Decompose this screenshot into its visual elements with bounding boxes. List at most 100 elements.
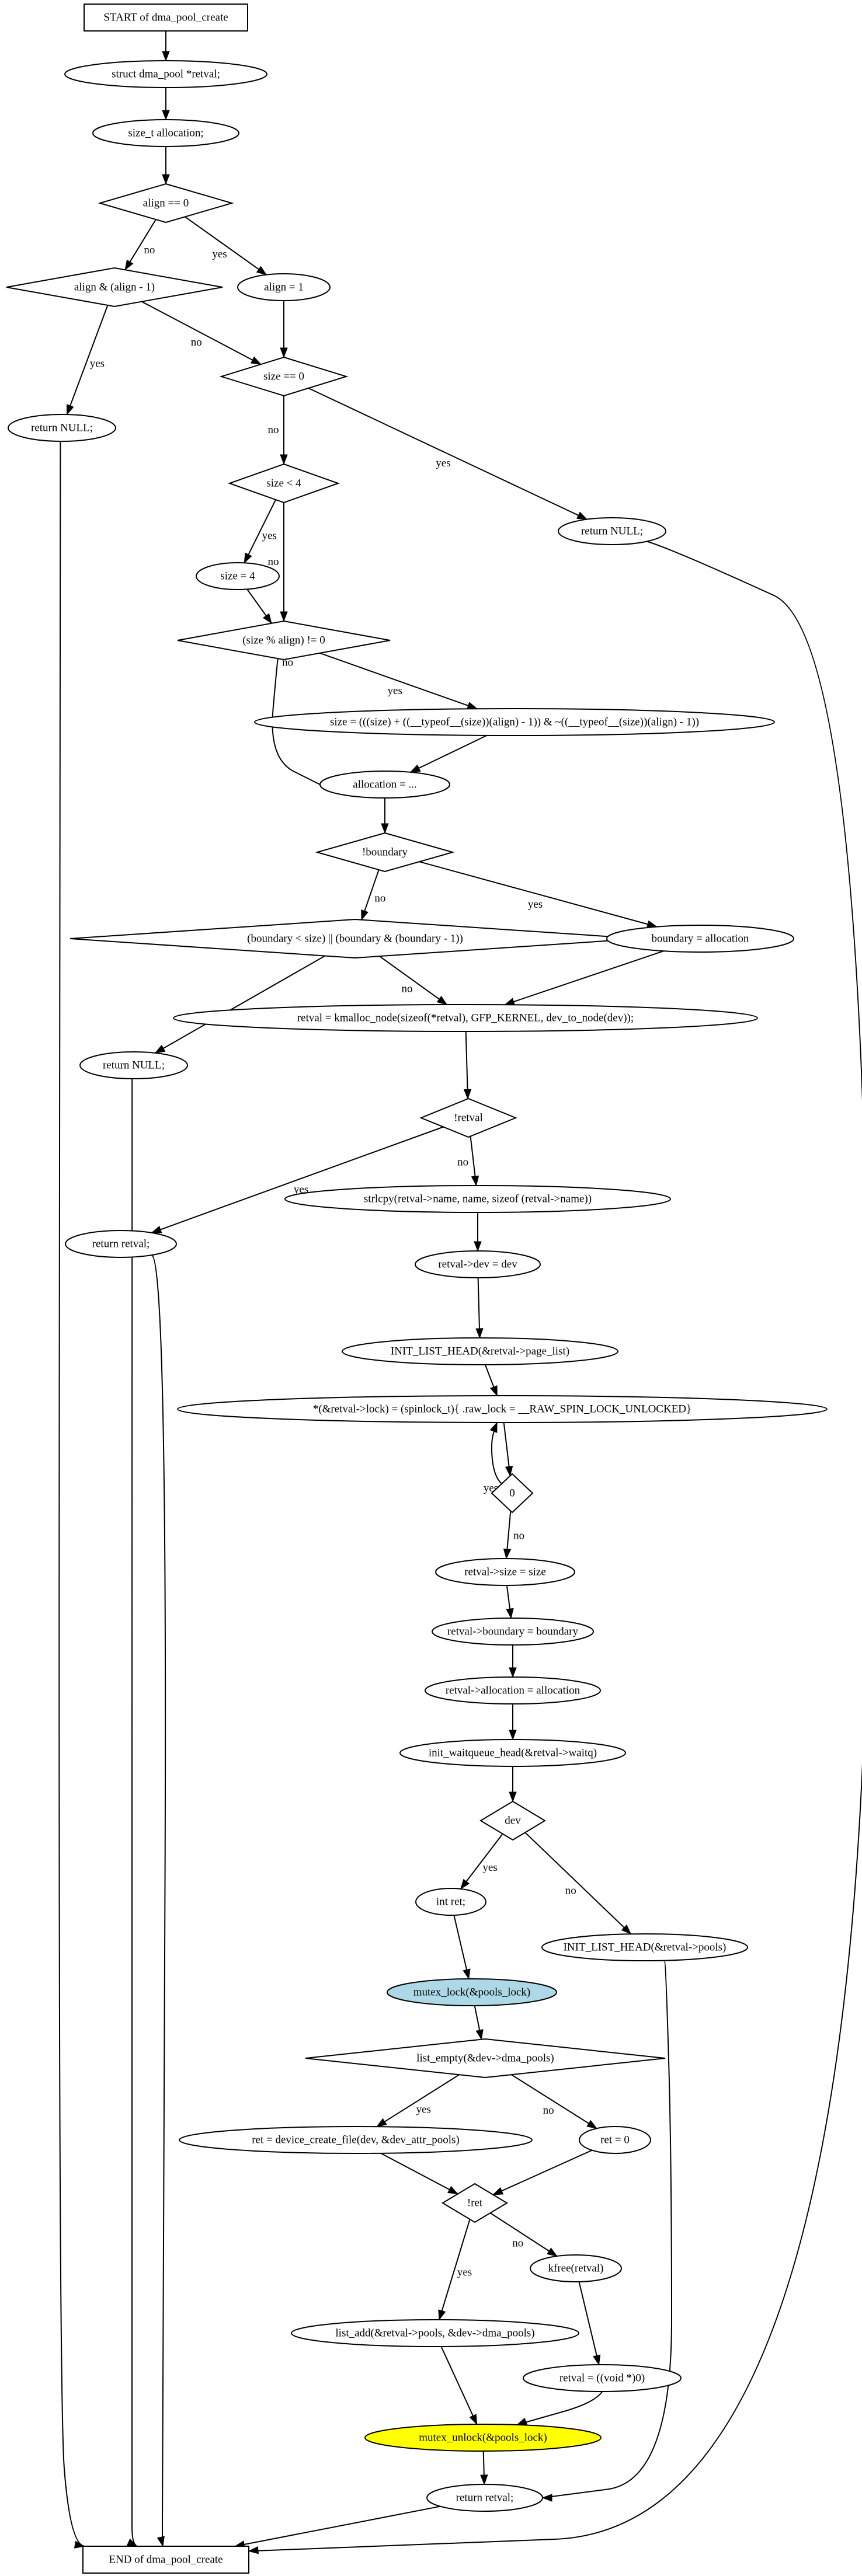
node-label: return NULL; [581,525,643,538]
edge-line [410,734,488,773]
edge-line [248,541,862,2552]
edge-label-no: no [513,1529,524,1542]
edge-align_eq0-to-align_set1: yes [185,216,267,276]
node-ret_null_1: return NULL; [8,414,116,442]
arrow-head [409,764,421,773]
edge-set_boundary-to-set_alloc [509,1645,517,1678]
ellipse-shape [415,1888,486,1916]
arrow-head [162,110,170,121]
arrow-head [262,613,272,624]
edge-line [380,2152,458,2195]
edge-dev_chk-to-int_ret: yes [460,1833,503,1890]
node-retval_decl: struct dma_pool *retval; [64,60,267,88]
node-set_boundary: retval->boundary = boundary [432,1618,594,1646]
node-alloc_decl: size_t allocation; [92,119,239,147]
arrow-head [576,511,588,520]
node-init_page_list: INIT_LIST_HEAD(&retval->page_list) [342,1337,618,1365]
node-label: retval->size = size [464,1566,546,1578]
edge-not_boundary-to-boundary_set: yes [419,861,658,928]
edge-line [319,652,478,710]
node-label: align = 1 [264,281,304,294]
node-kmalloc: retval = kmalloc_node(sizeof(*retval), G… [173,1004,758,1032]
node-label: list_add(&retval->pools, &dev->dma_pools… [335,2327,534,2340]
arrow-head [471,1175,479,1187]
edge-kfree-to-retval_null [578,2281,601,2366]
arrow-head [381,823,389,834]
edge-label-yes: yes [90,357,105,370]
ellipse-shape [179,2126,533,2154]
edge-line [465,1031,468,1099]
edge-set_dev-to-init_page_list [475,1277,484,1339]
node-align_eq0: align == 0 [98,183,234,224]
edge-align_chk-to-ret_null_1: yes [66,305,109,416]
ellipse-shape [364,2424,602,2452]
arrow-head [162,51,170,62]
arrow-head [469,2414,478,2425]
node-label: mutex_unlock(&pools_lock) [419,2432,547,2444]
edge-line [492,2149,593,2195]
edge-zero_loop-to-set_size: no [503,1511,524,1560]
edge-start-to-retval_decl [162,31,170,62]
arrow-head [280,347,288,358]
edge-not_ret-to-list_add: yes [438,2219,472,2321]
ellipse-shape [196,562,280,590]
node-not_ret: !ret [442,2183,508,2223]
arrow-head [460,1878,470,1890]
arrow-head [256,266,267,276]
diamond-shape [491,1473,534,1514]
edge-line [131,1078,138,2547]
node-label: dev [505,1815,521,1827]
arrow-head [157,2536,165,2547]
node-init_pools: INIT_LIST_HEAD(&retval->pools) [541,1933,748,1961]
edge-label-yes: yes [212,248,227,260]
node-label: allocation = ... [353,779,416,791]
node-mutex_lock: mutex_lock(&pools_lock) [387,1978,557,2006]
diamond-shape [228,463,340,504]
node-label: align == 0 [143,197,189,210]
diamond-shape [98,183,234,224]
node-label: !retval [454,1112,483,1124]
edge-line [66,305,109,415]
node-not_boundary: !boundary [315,832,455,873]
ellipse-shape [79,1051,188,1079]
node-ret_null_3: return NULL; [79,1051,188,1079]
diamond-shape [419,1097,517,1138]
node-size_round: size = (((size) + ((__typeof__(size))(al… [254,708,775,736]
edge-size_set4-to-size_mod [246,588,272,624]
edge-line [58,441,85,2547]
edge-line [235,2505,441,2547]
edge-label-no: no [144,244,155,256]
edge-line [244,499,276,563]
arrow-head [250,356,262,365]
edge-spinlock-to-zero_loop [503,1422,513,1477]
node-label: END of dma_pool_create [109,2554,223,2566]
ellipse-shape [606,925,794,953]
edge-label-no: no [268,556,279,568]
arrow-head [492,2187,504,2195]
node-label: strlcpy(retval->name, name, sizeof (retv… [364,1193,592,1205]
ellipse-shape [530,2254,622,2282]
node-label: int ret; [436,1896,465,1908]
node-label: size_t allocation; [128,127,203,140]
arrow-head [361,909,369,921]
node-init_waitq: init_waitqueue_head(&retval->waitq) [399,1739,626,1767]
node-label: !ret [467,2197,483,2209]
node-label: align & (align - 1) [74,281,155,294]
node-label: retval->allocation = allocation [446,1685,581,1697]
node-label: return retval; [92,1238,150,1250]
edge-label-yes: yes [482,1862,497,1874]
node-label: init_waitqueue_head(&retval->waitq) [429,1747,597,1759]
edge-label-no: no [543,2104,554,2117]
edge-line [151,1254,166,2547]
arrow-head [376,2118,387,2127]
ellipse-shape [399,1739,626,1767]
node-label: retval = kmalloc_node(sizeof(*retval), G… [297,1012,634,1024]
arrow-head [463,1089,472,1100]
ellipse-shape [426,2484,543,2512]
edge-label-yes: yes [388,685,402,697]
arrow-head [124,259,134,271]
edge-ret_retval_1-to-end [151,1254,166,2547]
edge-size_eq0-to-size_lt4: no [268,396,288,465]
node-kfree: kfree(retval) [530,2254,622,2282]
